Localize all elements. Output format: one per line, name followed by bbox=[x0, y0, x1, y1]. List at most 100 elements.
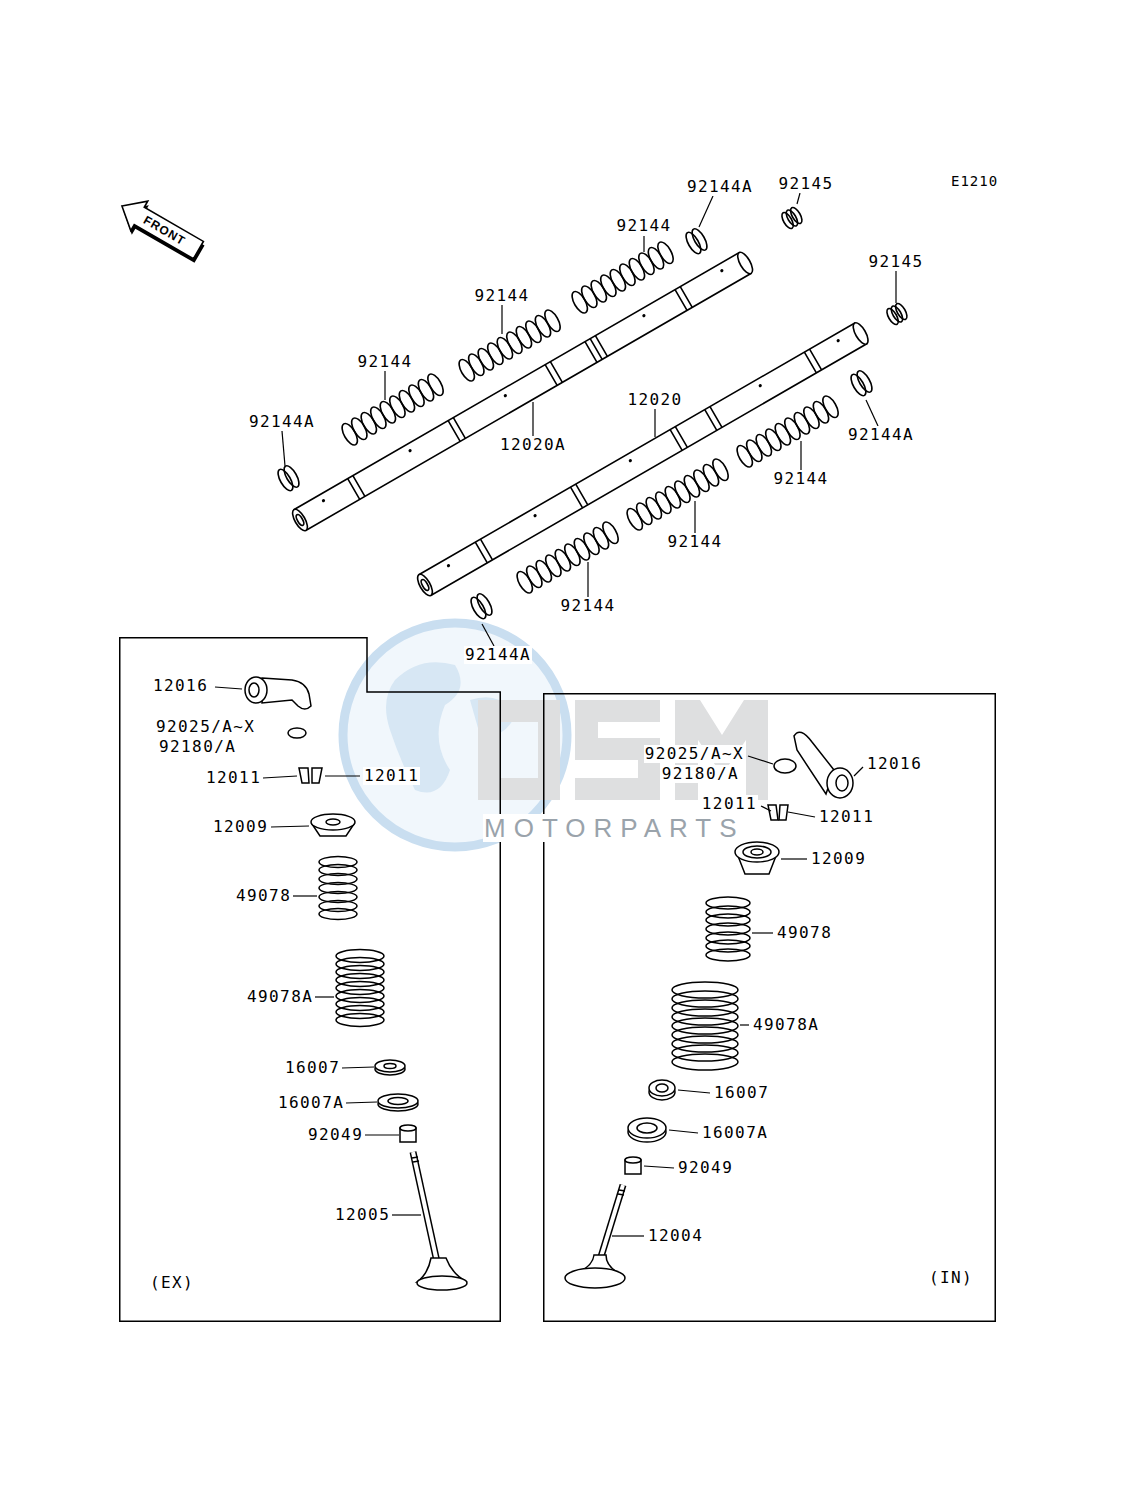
intake-valve-parts bbox=[672, 982, 738, 998]
intake-valve-parts bbox=[672, 1036, 738, 1052]
intake-valve-parts bbox=[774, 759, 796, 773]
box-outline bbox=[544, 694, 996, 1322]
part-number: 12020 bbox=[626, 391, 683, 409]
shaft-springs bbox=[275, 206, 909, 621]
part-number: 12011 bbox=[701, 795, 758, 813]
shaft-springs bbox=[848, 369, 875, 398]
shaft-springs bbox=[624, 457, 731, 533]
exhaust-valve-parts bbox=[288, 728, 306, 738]
part-number: 12016 bbox=[152, 677, 209, 695]
part-number: 92144 bbox=[559, 597, 616, 615]
part-number: 16007 bbox=[284, 1059, 341, 1077]
leader-line bbox=[788, 812, 815, 817]
leader-line bbox=[740, 1024, 749, 1025]
exhaust-valve-parts bbox=[336, 990, 384, 1003]
part-number: 12011 bbox=[363, 767, 420, 785]
intake-valve-parts bbox=[672, 1009, 738, 1025]
watermark-logo bbox=[343, 623, 768, 847]
intake-valve-parts bbox=[827, 768, 853, 798]
exhaust-valve-parts bbox=[412, 1157, 419, 1162]
rocker-shaft bbox=[628, 458, 632, 462]
box-outline bbox=[543, 693, 996, 1322]
leader-line bbox=[781, 858, 807, 859]
part-number: 92049 bbox=[307, 1126, 364, 1144]
leader-line bbox=[315, 996, 334, 997]
exhaust-valve-parts bbox=[378, 1094, 418, 1108]
leader-line bbox=[678, 1090, 710, 1093]
part-number: 49078A bbox=[752, 1016, 820, 1034]
leader-line bbox=[854, 767, 863, 776]
intake-valve-parts bbox=[735, 842, 779, 862]
part-number: 92144A bbox=[464, 646, 532, 664]
leader-line bbox=[392, 1214, 421, 1215]
intake-valve-parts bbox=[625, 1157, 641, 1163]
box-outline bbox=[120, 638, 501, 1322]
rocker-shaft bbox=[720, 268, 724, 272]
exhaust-valve-parts bbox=[336, 950, 384, 963]
diagram-code: E1210 bbox=[950, 173, 999, 189]
leader-line bbox=[694, 501, 695, 533]
leader-line bbox=[612, 1235, 644, 1236]
rocker-shaft bbox=[419, 323, 867, 595]
rocker-shaft bbox=[533, 513, 537, 517]
exhaust-valve-parts bbox=[299, 768, 309, 783]
part-number: 92144 bbox=[666, 533, 723, 551]
intake-valve-parts bbox=[628, 1118, 666, 1138]
rocker-shaft bbox=[408, 448, 412, 452]
leader-line bbox=[643, 236, 644, 252]
part-number: 12011 bbox=[205, 769, 262, 787]
rocker-shaft bbox=[290, 250, 756, 533]
intake-valve-parts bbox=[618, 1190, 625, 1195]
part-number: 92049 bbox=[677, 1159, 734, 1177]
watermark: MOTORPARTS bbox=[483, 814, 746, 842]
rocker-shaft bbox=[415, 321, 871, 598]
part-number: 16007A bbox=[277, 1094, 345, 1112]
intake-valve-parts bbox=[706, 949, 750, 961]
leader-line bbox=[587, 562, 588, 597]
shaft-springs bbox=[734, 394, 841, 470]
part-number: 16007 bbox=[713, 1084, 770, 1102]
intake-valve-parts bbox=[672, 1027, 738, 1043]
rocker-shaft bbox=[850, 321, 871, 347]
part-number: 92145 bbox=[777, 175, 834, 193]
rocker-shaft bbox=[446, 563, 450, 567]
leader-line bbox=[282, 431, 285, 466]
exhaust-valve-parts bbox=[336, 1006, 384, 1019]
intake-valve-parts bbox=[600, 1185, 623, 1260]
leader-line bbox=[752, 932, 773, 933]
exhaust-valve-parts bbox=[384, 1064, 396, 1069]
leader-line bbox=[342, 1067, 374, 1068]
leader-line bbox=[895, 271, 896, 303]
rocker-shaft bbox=[294, 253, 751, 531]
part-number: 49078 bbox=[235, 887, 292, 905]
part-number: 92144A bbox=[248, 413, 316, 431]
leader-line bbox=[699, 196, 713, 227]
shaft-springs bbox=[456, 308, 563, 384]
intake-valve-parts bbox=[672, 991, 738, 1007]
shaft-springs bbox=[885, 302, 910, 327]
exhaust-valve-parts bbox=[262, 678, 311, 709]
shaft-springs bbox=[569, 240, 676, 316]
part-number: 12020A bbox=[499, 436, 567, 454]
intake-valve-parts bbox=[672, 1018, 738, 1034]
rocker-shaft bbox=[295, 514, 305, 527]
part-number: 12011 bbox=[818, 808, 875, 826]
part-number: 12005 bbox=[334, 1206, 391, 1224]
leader-line bbox=[293, 895, 317, 896]
part-number: 92025/A~X bbox=[644, 745, 745, 763]
leader-line bbox=[325, 775, 360, 776]
exhaust-valve-parts bbox=[249, 683, 259, 697]
intake-valve-parts bbox=[836, 775, 848, 791]
rocker-shaft bbox=[503, 393, 507, 397]
exhaust-valve-parts bbox=[375, 1060, 405, 1072]
intake-valve-parts bbox=[600, 1185, 623, 1260]
leader-line bbox=[800, 441, 801, 470]
intake-group-box: (IN) bbox=[543, 693, 996, 1322]
rocker-shaft bbox=[321, 498, 325, 502]
leader-line bbox=[532, 402, 533, 436]
part-number: 92144 bbox=[615, 217, 672, 235]
part-number: 12016 bbox=[866, 755, 923, 773]
leader-line bbox=[644, 1166, 674, 1168]
rocker-shaft bbox=[735, 250, 756, 276]
